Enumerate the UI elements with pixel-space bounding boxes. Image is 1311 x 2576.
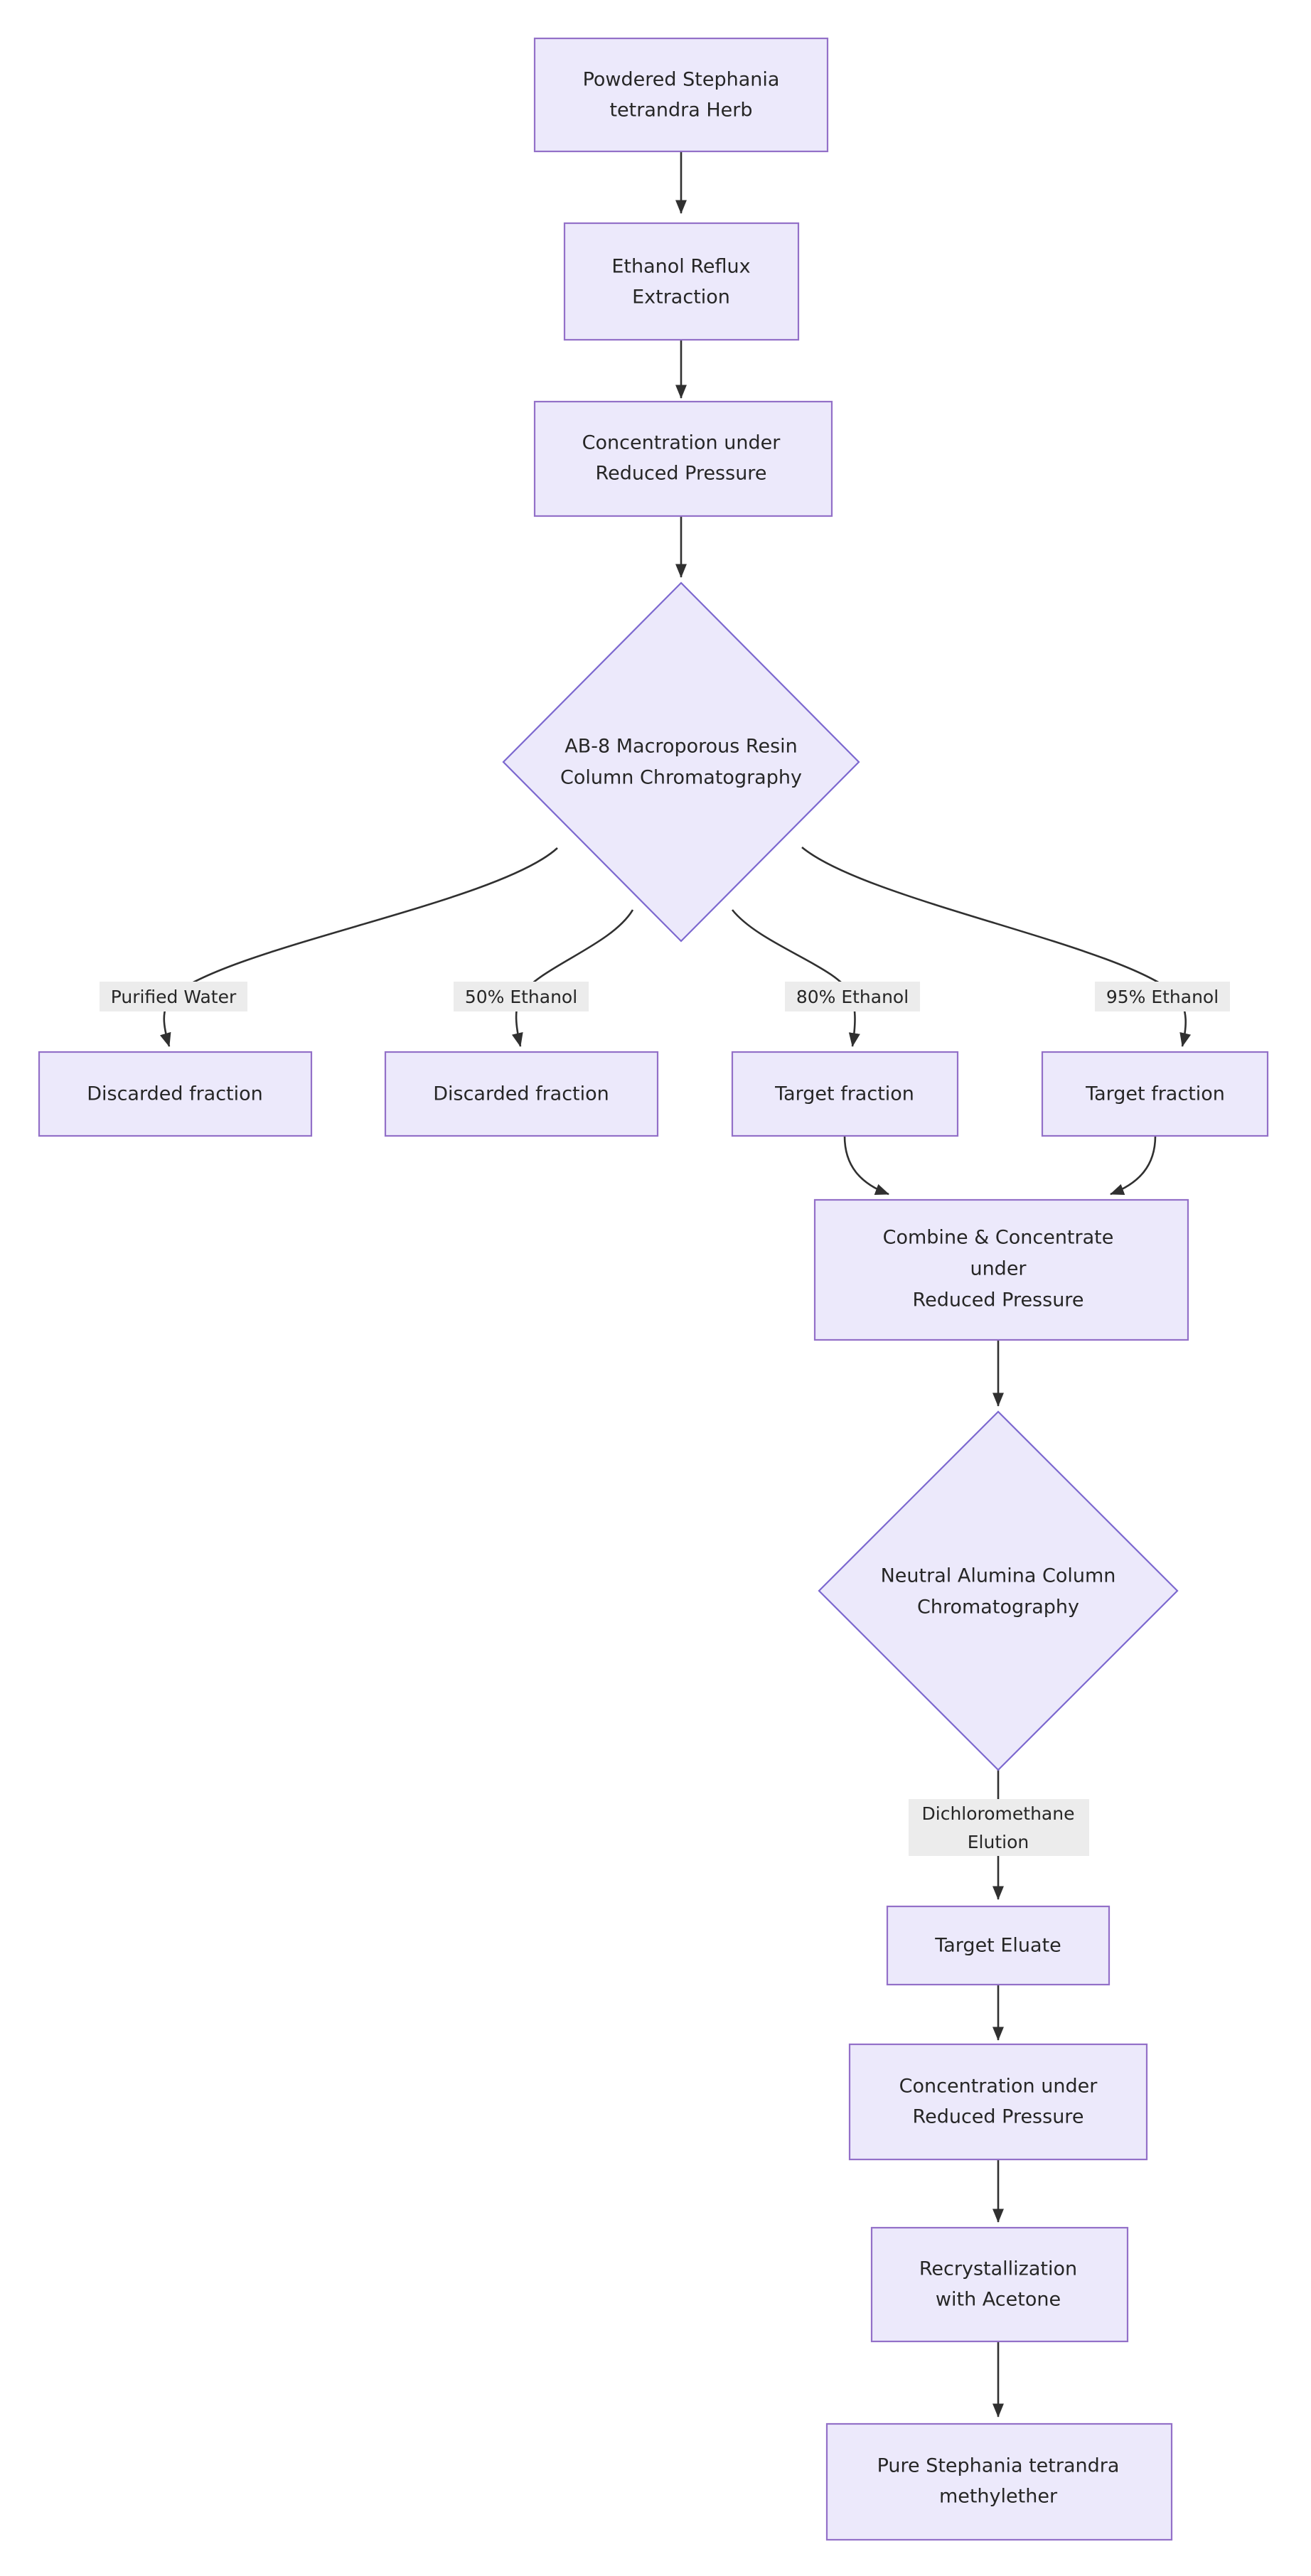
node-label-line: Extraction <box>632 286 730 308</box>
node-label-line: with Acetone <box>936 2289 1061 2311</box>
edge-label-text: 50% Ethanol <box>465 987 577 1007</box>
node-label-line: Ethanol Reflux <box>611 256 750 278</box>
node-label-line: Combine & Concentrate <box>883 1227 1114 1249</box>
node-discarded-fraction-50-ethanol[interactable]: Discarded fraction <box>384 1051 659 1137</box>
edge-n4-n5 <box>159 847 558 1047</box>
node-label-line: under <box>970 1258 1027 1280</box>
node-target-fraction-80-ethanol[interactable]: Target fraction <box>731 1051 959 1137</box>
node-pure-stephania-tetrandra-methylether[interactable]: Pure Stephania tetrandra methylether <box>825 2422 1173 2541</box>
node-label-line: Discarded fraction <box>433 1083 609 1105</box>
edge-n4-n6 <box>511 909 634 1048</box>
node-label-line: Reduced Pressure <box>913 1289 1084 1311</box>
node-ethanol-reflux-extraction[interactable]: Ethanol Reflux Extraction <box>563 222 800 341</box>
edge-label-80-ethanol: 80% Ethanol <box>785 982 920 1011</box>
edge-label-text: Dichloromethane <box>922 1803 1075 1824</box>
node-ab8-macroporous-resin-column-chromatography[interactable]: AB-8 Macroporous Resin Column Chromatogr… <box>502 581 860 943</box>
edge-n8-n9 <box>1110 1135 1157 1196</box>
node-combine-and-concentrate-under-reduced-pressure[interactable]: Combine & Concentrate under Reduced Pres… <box>813 1198 1189 1341</box>
edge-label-95-ethanol: 95% Ethanol <box>1095 982 1230 1011</box>
edge-label-50-ethanol: 50% Ethanol <box>454 982 589 1011</box>
node-label-line: Powdered Stephania <box>583 69 780 91</box>
node-target-fraction-95-ethanol[interactable]: Target fraction <box>1041 1051 1269 1137</box>
node-label-line: Target Eluate <box>934 1935 1061 1957</box>
node-label-line: Recrystallization <box>919 2258 1077 2280</box>
node-discarded-fraction-water[interactable]: Discarded fraction <box>38 1051 313 1137</box>
node-label-line: Target fraction <box>774 1083 914 1105</box>
edge-n4-n7 <box>731 909 860 1048</box>
node-label-line: Discarded fraction <box>87 1083 263 1105</box>
node-label-line: Neutral Alumina Column <box>881 1565 1116 1587</box>
node-concentration-under-reduced-pressure-2[interactable]: Concentration under Reduced Pressure <box>848 2043 1148 2161</box>
node-label-line: AB-8 Macroporous Resin <box>564 736 798 758</box>
edge-label-text: Elution <box>968 1832 1029 1852</box>
node-label-line: Chromatography <box>917 1596 1079 1619</box>
node-label-line: Reduced Pressure <box>913 2106 1084 2128</box>
node-label-line: Concentration under <box>582 432 781 454</box>
edge-label-dichloromethane-elution: Dichloromethane Elution <box>909 1799 1089 1856</box>
edge-label-text: 95% Ethanol <box>1106 987 1219 1007</box>
node-powdered-stephania-tetrandra-herb[interactable]: Powdered Stephania tetrandra Herb <box>533 37 829 153</box>
node-label-line: tetrandra Herb <box>609 100 752 122</box>
edge-label-text: Purified Water <box>111 987 237 1007</box>
node-label-line: Reduced Pressure <box>596 463 767 485</box>
node-label-line: Concentration under <box>899 2076 1098 2098</box>
node-recrystallization-with-acetone[interactable]: Recrystallization with Acetone <box>870 2226 1129 2343</box>
edge-n7-n9 <box>843 1135 889 1196</box>
node-concentration-under-reduced-pressure-1[interactable]: Concentration under Reduced Pressure <box>533 400 833 517</box>
node-label-line: Pure Stephania tetrandra <box>877 2455 1120 2477</box>
edge-label-purified-water: Purified Water <box>100 982 247 1011</box>
node-target-eluate[interactable]: Target Eluate <box>886 1905 1111 1986</box>
node-label-line: methylether <box>939 2486 1058 2508</box>
node-neutral-alumina-column-chromatography[interactable]: Neutral Alumina Column Chromatography <box>818 1410 1179 1771</box>
edge-label-text: 80% Ethanol <box>796 987 909 1007</box>
node-label-line: Column Chromatography <box>560 767 802 789</box>
node-label-line: Target fraction <box>1085 1083 1225 1105</box>
edge-n4-n8 <box>801 846 1192 1048</box>
